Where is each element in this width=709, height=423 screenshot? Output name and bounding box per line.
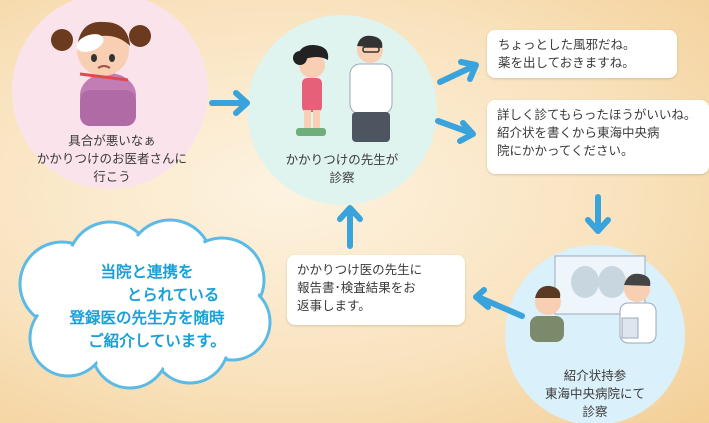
- doctor-and-child-figure: [293, 35, 393, 142]
- referral-bubble: [487, 100, 709, 174]
- patient-line: 行こう: [93, 169, 131, 184]
- cloud-line-1: 当院と連携を: [100, 263, 194, 281]
- clinic-line: かかりつけの先生が: [285, 152, 399, 167]
- referral-line: 詳しく診てもらったほうがいいね。: [497, 107, 697, 122]
- clinic-caption: かかりつけの先生が 診察: [262, 151, 422, 187]
- mild-cold-bubble: [487, 30, 677, 78]
- arrow-report-to-clinic: [337, 205, 363, 249]
- arrow-referral-to-hospital: [585, 194, 611, 234]
- clinic-line: 診察: [329, 170, 355, 185]
- clinic-circle: [247, 15, 437, 205]
- mild-cold-line: ちょっとした風邪だね。: [498, 37, 636, 52]
- report-line: 返事します。: [297, 298, 371, 313]
- arrow-hospital-to-report: [473, 287, 525, 319]
- cloud-line-2: とられている: [126, 286, 220, 304]
- hospital-caption: 紹介状持参 東海中央病院にて 診察: [520, 367, 670, 421]
- info-cloud: [18, 218, 272, 390]
- referral-text: 詳しく診てもらったほうがいいね。 紹介状を書くから東海中央病 院にかかってくださ…: [497, 106, 709, 160]
- arrow-to-referral-bubble: [435, 118, 476, 144]
- report-bubble: [287, 255, 465, 325]
- mild-cold-line: 薬を出しておきますね。: [498, 55, 635, 70]
- hospital-line: 紹介状持参: [563, 368, 627, 383]
- sick-girl-figure: [51, 21, 151, 126]
- patient-caption: 具合が悪いなぁ かかりつけのお医者さんに 行こう: [12, 132, 212, 186]
- arrow-to-mild-bubble: [437, 59, 479, 85]
- hospital-line: 東海中央病院にて: [544, 386, 645, 401]
- report-line: 報告書･検査結果をお: [297, 280, 416, 295]
- cloud-line-4: ご紹介しています。: [88, 332, 226, 350]
- report-line: かかりつけ医の先生に: [297, 262, 423, 277]
- referral-line: 院にかかってください。: [497, 143, 634, 158]
- cloud-line-3: 登録医の先生方を随時: [69, 309, 225, 327]
- hospital-doctors-figure: [530, 255, 657, 344]
- patient-line: 具合が悪いなぁ: [68, 133, 156, 148]
- patient-line: かかりつけのお医者さんに: [36, 151, 188, 166]
- hospital-line: 診察: [582, 404, 608, 419]
- report-text: かかりつけ医の先生に 報告書･検査結果をお 返事します。: [297, 261, 463, 315]
- referral-line: 紹介状を書くから東海中央病: [497, 125, 660, 140]
- mild-cold-text: ちょっとした風邪だね。 薬を出しておきますね。: [498, 36, 678, 72]
- arrow-patient-to-clinic: [209, 90, 250, 116]
